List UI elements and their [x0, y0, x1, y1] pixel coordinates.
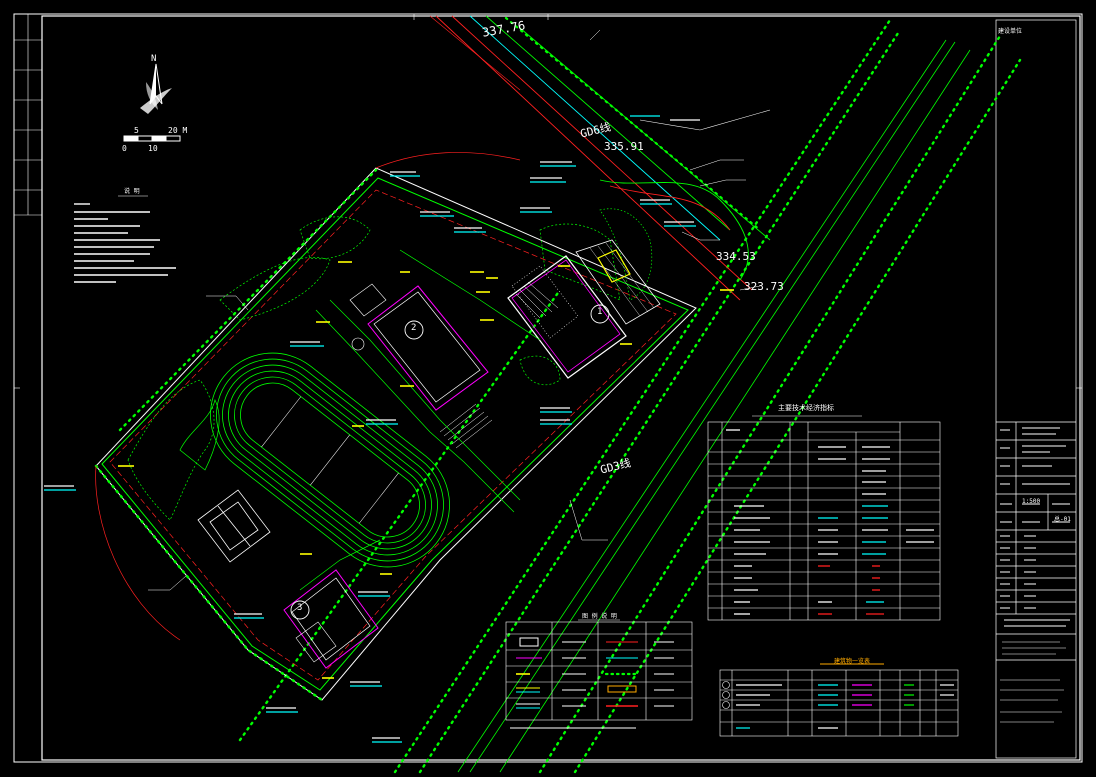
building-number-2: 2	[411, 323, 417, 333]
notes-lines	[74, 195, 176, 283]
building-number-1: 1	[597, 307, 603, 317]
landscape-areas	[127, 208, 653, 521]
compass	[140, 63, 172, 114]
building-3	[283, 569, 379, 669]
misc-curves	[95, 152, 521, 641]
drawing-frame	[13, 13, 1083, 763]
tree-rows	[238, 18, 1022, 774]
title-block-sheet-no: 总-01	[1054, 516, 1071, 523]
title-block-text-marks	[1000, 427, 1070, 723]
title-block	[995, 19, 1077, 759]
small-table-title: 建筑物一览表	[834, 658, 871, 665]
leader-lines	[148, 29, 761, 591]
running-track	[210, 352, 450, 568]
annotation-labels	[44, 115, 700, 743]
scale-bar-top-right: 20 M	[168, 126, 188, 135]
main-table	[707, 415, 941, 621]
sports-court	[197, 489, 271, 563]
compass-north-label: N	[151, 54, 157, 64]
title-block-scale: 1:500	[1022, 498, 1041, 505]
elevation-label-3: 334.53	[716, 250, 756, 263]
title-block-header: 建设单位	[998, 28, 1023, 35]
stairs	[439, 281, 559, 449]
scale-bar-top-left: 5	[134, 126, 139, 135]
internal-roads	[299, 249, 541, 591]
yellow-markers	[118, 261, 734, 679]
building-1	[507, 239, 661, 379]
scale-bar-bottom-right: 10	[148, 144, 158, 153]
elevation-label-2: 335.91	[604, 140, 644, 153]
building-list-values	[736, 684, 954, 729]
building-list-table	[719, 663, 959, 737]
building-number-3: 3	[297, 603, 303, 613]
scale-bar	[123, 135, 181, 142]
legend-symbols	[510, 637, 674, 729]
notes-title: 说 明	[124, 188, 140, 195]
main-table-title: 主要技术经济指标	[778, 404, 834, 412]
upper-road	[429, 15, 771, 301]
scale-bar-bottom-left: 0	[122, 144, 127, 153]
elevation-label-4: 323.73	[744, 280, 784, 293]
site-boundary	[94, 167, 697, 702]
road-edges	[457, 39, 971, 773]
legend-title: 图 例 说 明	[582, 613, 617, 620]
building-2	[349, 283, 489, 411]
main-table-values	[726, 429, 934, 615]
legend-table	[505, 619, 693, 721]
